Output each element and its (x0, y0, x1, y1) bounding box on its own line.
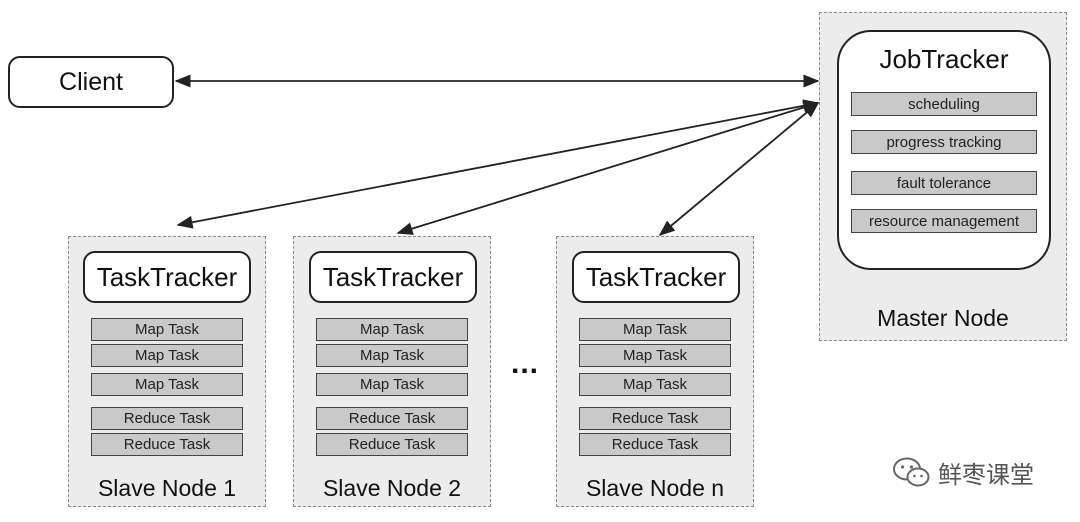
slave-node-1: TaskTracker Map Task Map Task Map Task R… (68, 236, 266, 507)
task-bar: Map Task (316, 318, 468, 341)
tasktracker-box: TaskTracker (309, 251, 477, 303)
jobtracker-function: progress tracking (851, 130, 1037, 154)
jobtracker-box: JobTracker scheduling progress tracking … (837, 30, 1051, 270)
master-node: JobTracker scheduling progress tracking … (819, 12, 1067, 341)
task-bar: Reduce Task (316, 433, 468, 456)
slave-node-n: TaskTracker Map Task Map Task Map Task R… (556, 236, 754, 507)
tasktracker-box: TaskTracker (83, 251, 251, 303)
slave-node-label: Slave Node 1 (97, 475, 237, 501)
task-bar: Map Task (579, 373, 731, 396)
ellipsis: ... (511, 347, 540, 380)
tasktracker-title: TaskTracker (322, 261, 464, 292)
master-node-label: Master Node (877, 305, 1009, 331)
task-bar: Map Task (316, 373, 468, 396)
task-bar: Reduce Task (91, 433, 243, 456)
task-bar: Map Task (579, 318, 731, 341)
arrow-slave2-jobtracker (396, 101, 820, 235)
task-bar: Reduce Task (316, 407, 468, 430)
arrow-slave1-jobtracker (176, 99, 820, 229)
client-label: Client (59, 67, 123, 96)
slave-node-label: Slave Node n (585, 475, 725, 501)
task-bar: Map Task (579, 344, 731, 367)
jobtracker-title: JobTracker (879, 44, 1009, 74)
jobtracker-function: fault tolerance (851, 171, 1037, 195)
task-bar: Map Task (316, 344, 468, 367)
watermark-text: 鲜枣课堂 (938, 462, 1034, 489)
jobtracker-function: scheduling (851, 92, 1037, 116)
task-bar: Map Task (91, 344, 243, 367)
client-box: Client (8, 56, 174, 108)
task-bar: Reduce Task (579, 407, 731, 430)
task-bar: Map Task (91, 318, 243, 341)
tasktracker-title: TaskTracker (96, 261, 238, 292)
task-bar: Map Task (91, 373, 243, 396)
tasktracker-box: TaskTracker (572, 251, 740, 303)
arrow-slaven-jobtracker (658, 101, 820, 237)
task-bar: Reduce Task (91, 407, 243, 430)
slave-node-label: Slave Node 2 (322, 475, 462, 501)
tasktracker-title: TaskTracker (585, 261, 727, 292)
watermark: 鲜枣课堂 (892, 455, 1034, 490)
slave-node-2: TaskTracker Map Task Map Task Map Task R… (293, 236, 491, 507)
jobtracker-function: resource management (851, 209, 1037, 233)
task-bar: Reduce Task (579, 433, 731, 456)
wechat-icon (893, 457, 930, 486)
